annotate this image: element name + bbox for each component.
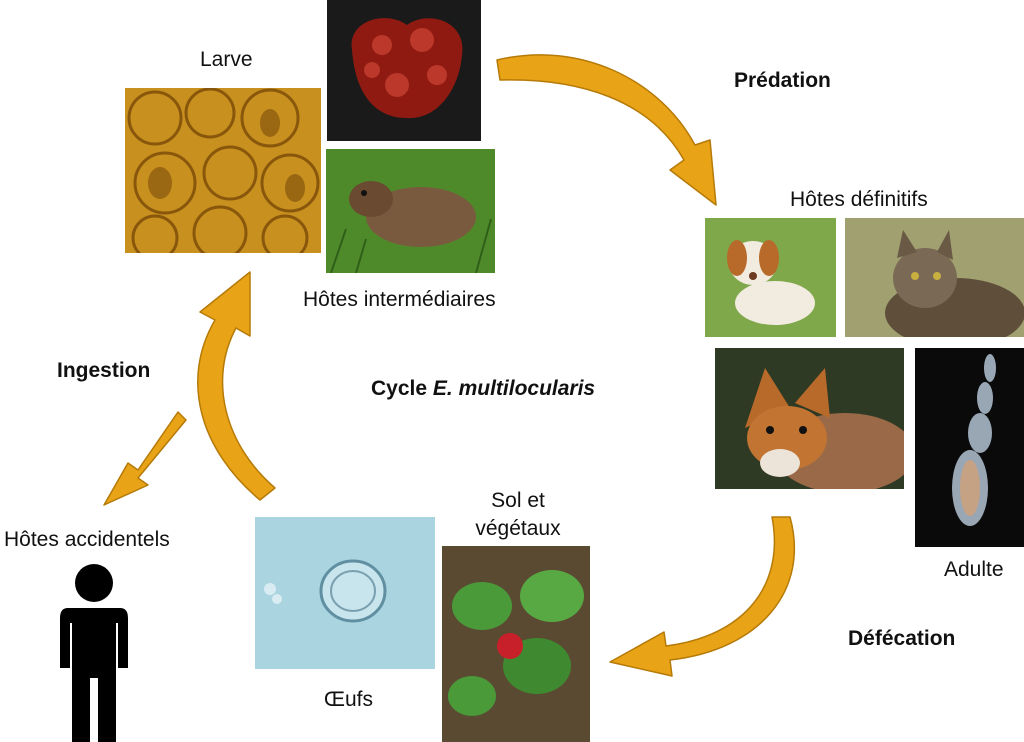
ingestion-arrow bbox=[197, 271, 276, 501]
adult-worm-image bbox=[915, 348, 1024, 547]
accidental-host-arrow bbox=[103, 411, 187, 506]
label-sol-vegetaux: Sol et végétaux bbox=[468, 487, 568, 543]
label-hotes-definitifs: Hôtes définitifs bbox=[790, 188, 928, 211]
label-predation: Prédation bbox=[734, 69, 831, 92]
label-larve: Larve bbox=[200, 48, 253, 71]
cycle-title-word: Cycle bbox=[371, 377, 428, 400]
defecation-arrow bbox=[609, 516, 796, 677]
predation-arrow bbox=[496, 54, 717, 206]
label-defecation: Défécation bbox=[848, 627, 956, 650]
label-oeufs: Œufs bbox=[324, 688, 374, 711]
label-hotes-intermediaires: Hôtes intermédiaires bbox=[303, 288, 496, 311]
label-sol-line2: végétaux bbox=[475, 517, 561, 540]
dog-image bbox=[705, 218, 836, 337]
vole-image bbox=[326, 149, 495, 273]
fox-image bbox=[715, 348, 904, 489]
label-adulte: Adulte bbox=[944, 558, 1004, 581]
cat-image bbox=[845, 218, 1024, 337]
egg-image bbox=[255, 517, 435, 669]
label-hotes-accidentels: Hôtes accidentels bbox=[4, 528, 170, 551]
cycle-title-species: E. multilocularis bbox=[432, 377, 596, 400]
human-silhouette-icon bbox=[58, 563, 130, 742]
label-sol-line1: Sol et bbox=[491, 489, 545, 512]
liver-cyst-image bbox=[327, 0, 481, 141]
larva-tissue-image bbox=[125, 88, 321, 253]
label-ingestion: Ingestion bbox=[57, 359, 151, 382]
cycle-title: Cycle E. multilocularis bbox=[371, 377, 595, 401]
strawberry-plant-image bbox=[442, 546, 590, 742]
